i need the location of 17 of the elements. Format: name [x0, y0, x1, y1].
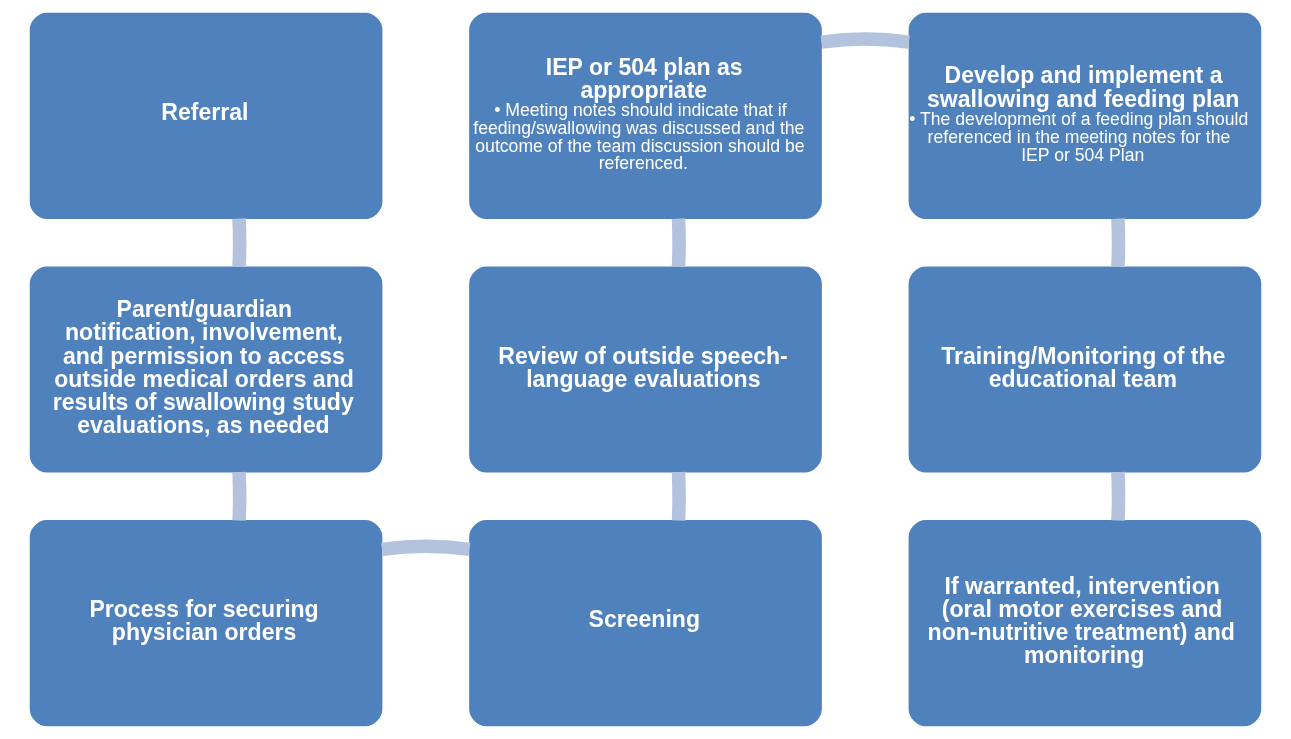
- connector: [1111, 218, 1126, 268]
- node-box: Review of outside speech-language evaluations: [469, 266, 822, 473]
- connector: [820, 32, 910, 49]
- node-box: Referral: [29, 12, 383, 219]
- node-box: If warranted, intervention (oral motor exercises and non-nutritive treatment) and monitoring: [908, 520, 1262, 727]
- connector: [671, 218, 686, 268]
- connector: [671, 471, 686, 521]
- connector: [232, 471, 247, 521]
- node-box: Develop and implement a swallowing and feeding plan • The development of a feeding plan should referenced in the meeting notes for the IEP or 504 Plan: [908, 12, 1262, 219]
- node-box: Training/Monitoring of the educational team: [908, 266, 1262, 473]
- connector: [1111, 471, 1126, 521]
- connector: [381, 539, 471, 557]
- node-box: Parent/guardian notification, involvement, and permission to access outside medical orders and results of swallowing study evaluations, as needed: [29, 266, 383, 473]
- connector: [232, 218, 247, 268]
- node-box: IEP or 504 plan as appropriate • Meeting notes should indicate that if feeding/swallowing was discussed and the outcome of the team discussion should be referenced.: [469, 12, 822, 219]
- node-box: Screening: [469, 520, 822, 727]
- node-box: Process for securing physician orders: [29, 520, 383, 727]
